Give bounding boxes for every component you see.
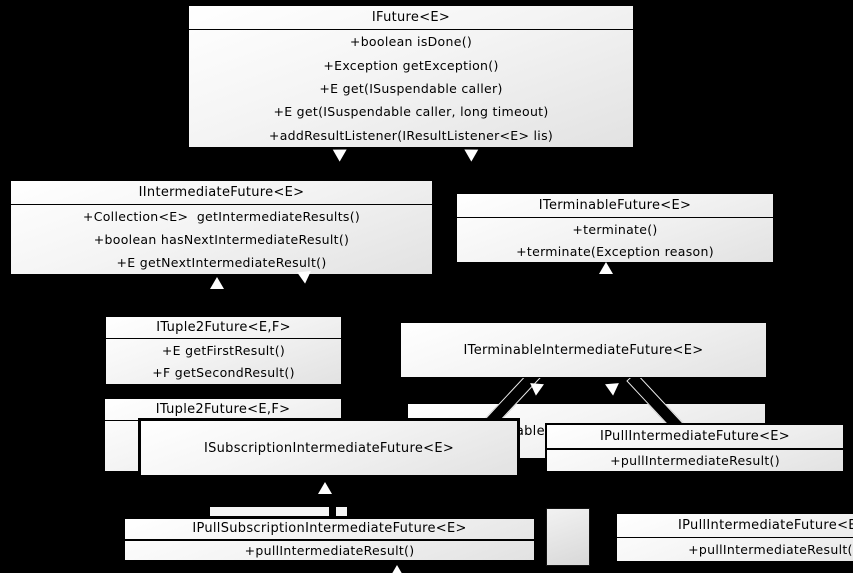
class-title: ITuple2Future<E,F> [106, 317, 341, 339]
method-label: +F getSecondResult() [152, 365, 295, 381]
method-label: +E getFirstResult() [161, 342, 286, 358]
inheritance-arrow-icon [390, 565, 404, 573]
method-label: +E get(ISuspendable caller, long timeout… [273, 104, 549, 120]
class-box-ipullsubscriptionintermediatefuture: IPullSubscriptionIntermediateFuture<E> +… [122, 516, 537, 563]
method-label: +Exception getException() [323, 57, 499, 73]
method-label: +addResultListener(IResultListener<E> li… [268, 127, 554, 143]
class-box-ifuture: IFuture<E> +boolean isDone() +Exception … [188, 5, 634, 148]
class-title: ITerminableIntermediateFuture<E> [463, 342, 704, 358]
class-title: IFuture<E> [189, 6, 633, 30]
class-title: IPullSubscriptionIntermediateFuture<E> [125, 519, 534, 541]
class-box-ipullintermediatefuture-duplicate: IPullIntermediateFuture<E> +pullIntermed… [616, 513, 853, 562]
method-label: +pullIntermediateResult() [688, 542, 853, 557]
inheritance-arrow-icon [599, 262, 613, 274]
class-title: IIntermediateFuture<E> [11, 181, 432, 205]
method-label: +terminate(Exception reason) [516, 243, 714, 259]
method-label: +E get(ISuspendable caller) [319, 81, 503, 97]
class-box-isubscriptionintermediatefuture: ISubscriptionIntermediateFuture<E> [138, 418, 520, 478]
class-box-ituple2future: ITuple2Future<E,F> +E getFirstResult() +… [105, 316, 342, 385]
inheritance-arrow-icon [605, 377, 623, 396]
class-box-iterminableintermediatefuture: ITerminableIntermediateFuture<E> [400, 322, 767, 378]
hidden-box-sliver [546, 508, 590, 566]
method-label: +boolean hasNextIntermediateResult() [93, 232, 350, 247]
method-label: +boolean isDone() [349, 34, 473, 50]
method-label: +pullIntermediateResult() [610, 453, 780, 468]
method-label: +terminate() [572, 221, 658, 237]
method-label: +pullIntermediateResult() [244, 543, 415, 558]
method-label: +E getNextIntermediateResult() [116, 255, 327, 270]
class-box-ipullintermediatefuture: IPullIntermediateFuture<E> +pullIntermed… [545, 423, 845, 473]
class-box-iintermediatefuture: IIntermediateFuture<E> +Collection<E> ge… [10, 180, 433, 275]
inheritance-arrow-icon [210, 277, 224, 289]
connector-line [329, 504, 336, 517]
method-label: +Collection<E> getIntermediateResults() [82, 209, 361, 224]
class-title: ITerminableFuture<E> [457, 194, 773, 218]
hidden-box-top-sliver [210, 506, 347, 516]
class-title: IPullIntermediateFuture<E> [617, 514, 853, 538]
class-title: ISubscriptionIntermediateFuture<E> [203, 440, 455, 456]
class-box-iterminablefuture: ITerminableFuture<E> +terminate() +termi… [456, 193, 774, 263]
class-title: IPullIntermediateFuture<E> [547, 425, 843, 450]
inheritance-arrow-icon [318, 482, 332, 494]
